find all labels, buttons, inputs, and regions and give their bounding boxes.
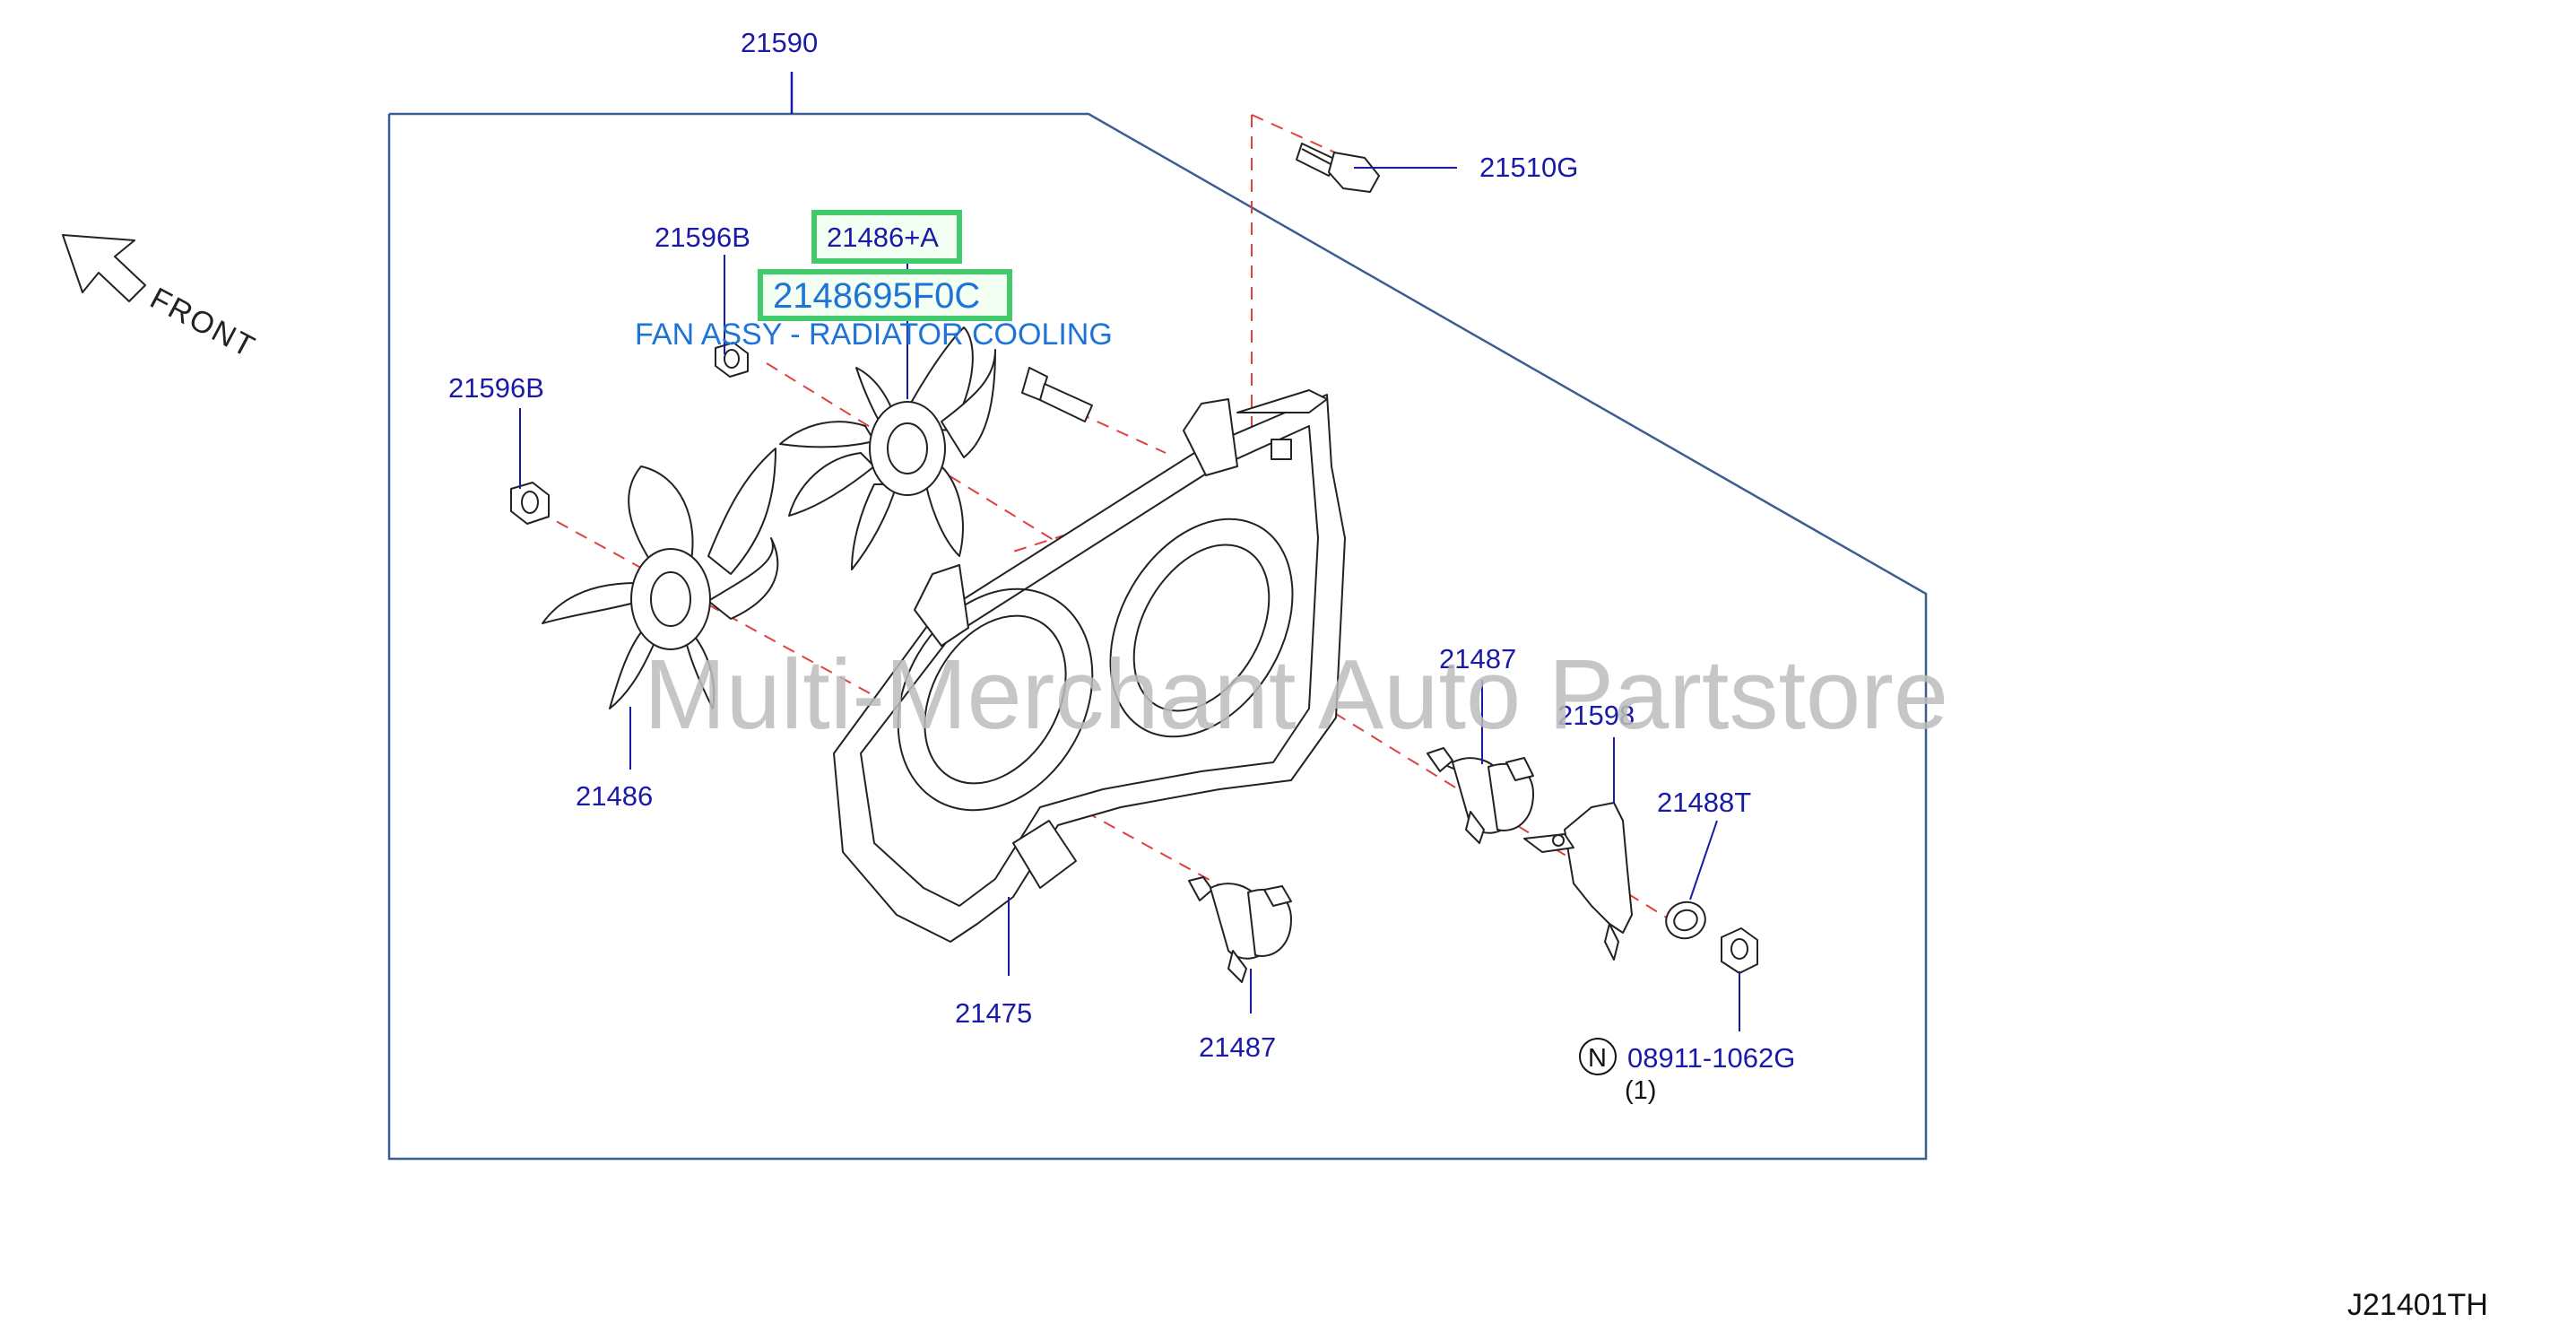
callout-21510g: 21510G (1479, 152, 1578, 183)
nut-21596b-left-icon (510, 482, 550, 525)
callout-21598: 21598 (1557, 700, 1635, 731)
callout-08911-1062g: 08911-1062G (1627, 1042, 1795, 1074)
n-symbol-label: N (1588, 1044, 1607, 1073)
callout-21487-bottom: 21487 (1199, 1031, 1276, 1063)
highlight-part-number-box[interactable] (758, 269, 1012, 321)
fan-blade-upper-icon (779, 326, 996, 570)
callout-21488t: 21488T (1657, 787, 1751, 818)
motor-bracket-21598-icon (1523, 802, 1633, 961)
highlight-description[interactable]: FAN ASSY - RADIATOR COOLING (635, 318, 1113, 352)
assembly-frame (387, 72, 1928, 1161)
callout-08911-qty: (1) (1625, 1076, 1656, 1105)
washer-21488t-icon (1665, 900, 1706, 940)
fan-shroud-icon (833, 389, 1346, 943)
bolt-21510g-icon (1296, 143, 1380, 193)
nut-08911-icon (1721, 927, 1758, 974)
callout-21590: 21590 (741, 27, 818, 58)
drawing-code: J21401TH (2347, 1288, 2488, 1322)
watermark: Multi-Merchant Auto Partstore (644, 639, 1948, 750)
callout-21596b-top: 21596B (655, 222, 750, 253)
n-symbol-icon: N (1579, 1038, 1617, 1075)
highlight-ref-box[interactable] (811, 210, 962, 264)
highlighted-part[interactable]: 21486+A 2148695F0C FAN ASSY - RADIATOR C… (635, 210, 1113, 352)
highlight-ref[interactable]: 21486+A (827, 222, 939, 253)
front-label: FRONT (144, 282, 261, 365)
motor-21487-bottom-icon (1188, 876, 1292, 983)
callout-21596b-left: 21596B (448, 372, 544, 404)
callout-21475: 21475 (955, 997, 1032, 1029)
fan-blade-left-icon (542, 448, 779, 709)
front-arrow-icon: FRONT (62, 234, 261, 365)
highlight-part-number[interactable]: 2148695F0C (773, 276, 980, 316)
callout-21486: 21486 (576, 780, 653, 812)
callout-21487-right: 21487 (1439, 643, 1516, 674)
bolt-upper-icon (1021, 367, 1093, 422)
motor-21487-right-icon (1427, 747, 1534, 844)
callout-leaders (519, 167, 1740, 1031)
callout-labels: 21590 21510G 21596B 21596B 21486 21475 2… (448, 27, 1795, 1105)
